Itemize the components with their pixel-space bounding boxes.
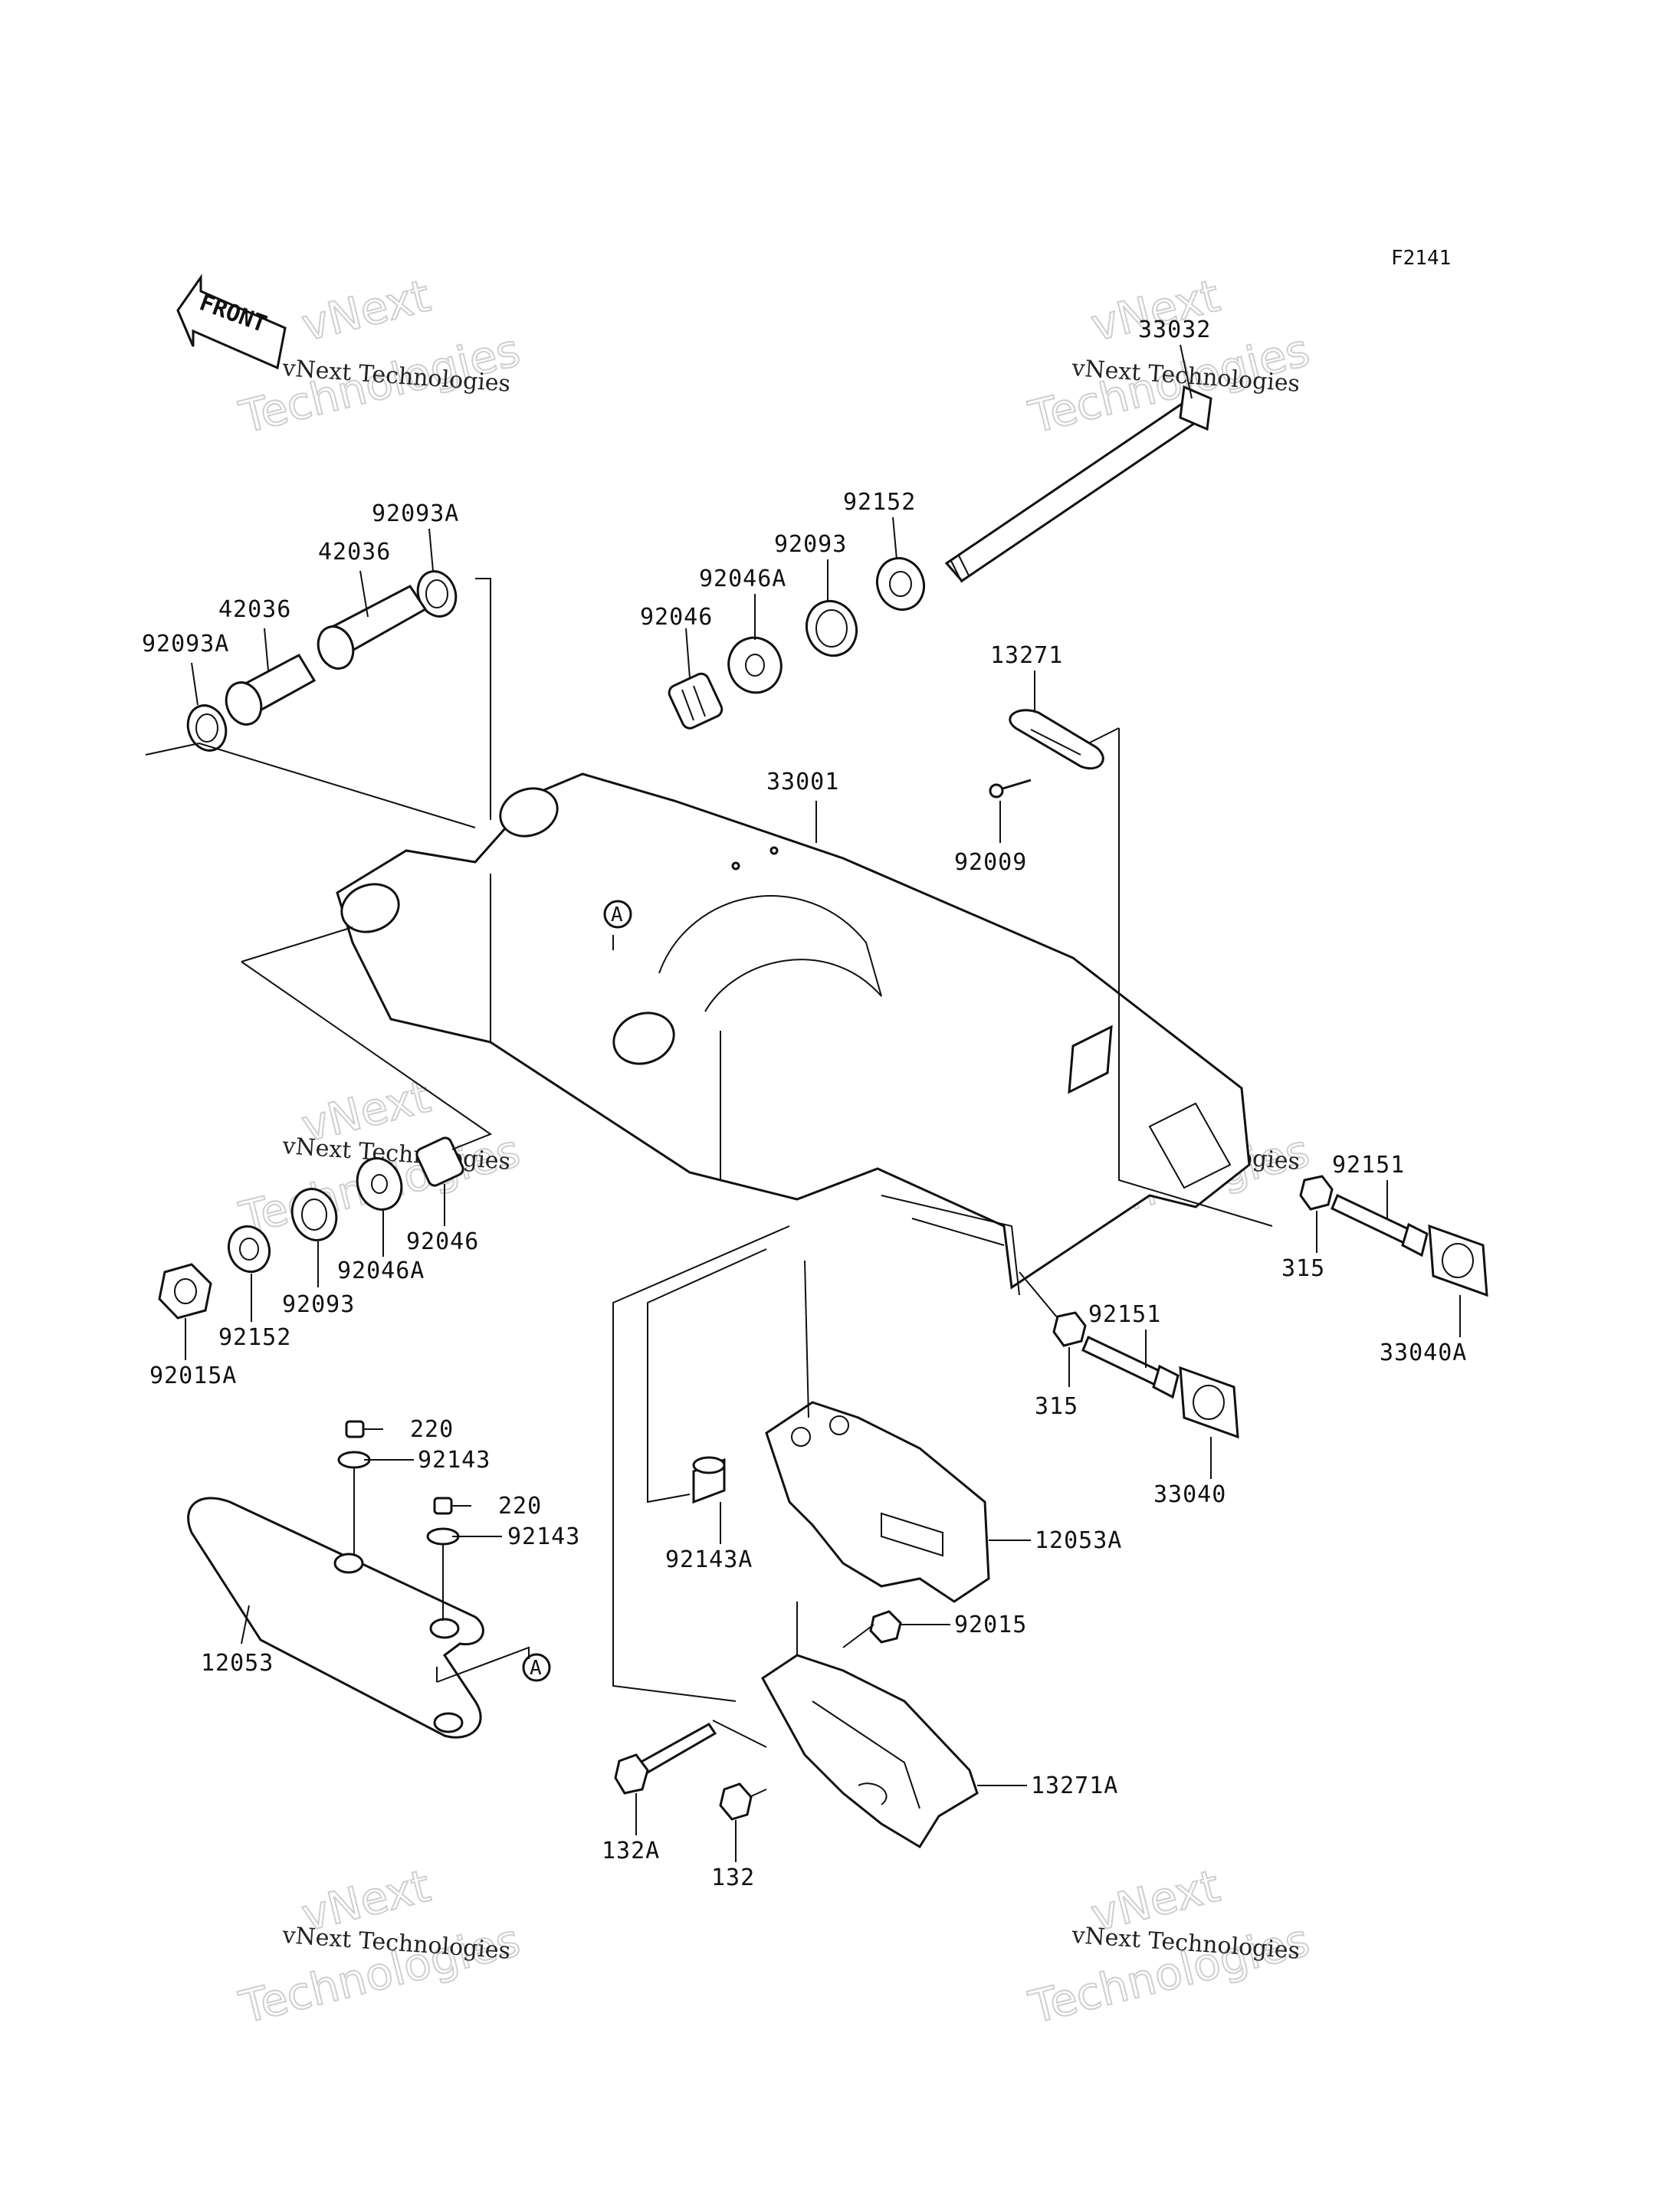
- nut-315-mid: [1052, 1311, 1087, 1347]
- collar-92046A-top: [727, 636, 783, 694]
- collar-42036-lower: [225, 654, 317, 726]
- callout-12053A: 12053A: [1035, 1527, 1122, 1554]
- callout-92046-top: 92046: [640, 604, 713, 631]
- callout-42036-lower: 42036: [218, 596, 291, 623]
- callout-92143-upper: 92143: [418, 1447, 491, 1474]
- callout-92093-left: 92093: [282, 1291, 355, 1318]
- svg-text:vNext: vNext: [297, 270, 435, 352]
- block-33040: [1179, 1366, 1239, 1439]
- callout-92093-top: 92093: [774, 531, 847, 558]
- screw-92009: [989, 779, 1032, 798]
- callout-33040: 33040: [1153, 1481, 1226, 1508]
- callout-220-lower: 220: [498, 1493, 542, 1520]
- block-33040A: [1428, 1224, 1488, 1297]
- bolt-220-upper: [345, 1420, 383, 1438]
- callout-92152-left: 92152: [218, 1324, 291, 1351]
- chain-guide-12053A: [765, 1401, 990, 1603]
- bolt-220-lower: [433, 1497, 471, 1515]
- callout-92143A: 92143A: [665, 1546, 753, 1573]
- watermark-mid-left: vNext Technologies vNext Technologies: [234, 1070, 526, 1245]
- seal-92093-top: [806, 599, 858, 657]
- bolt-132A: [614, 1723, 717, 1795]
- callout-33001: 33001: [766, 769, 839, 795]
- callout-33040A: 33040A: [1380, 1340, 1467, 1366]
- bolt-132: [719, 1782, 767, 1821]
- swingarm-33001: [336, 772, 1251, 1296]
- callout-92015: 92015: [954, 1612, 1027, 1638]
- collar-42036-upper: [317, 585, 428, 670]
- callout-92009: 92009: [954, 849, 1027, 876]
- nut-92015: [869, 1610, 902, 1644]
- callout-220-upper: 220: [410, 1416, 454, 1443]
- figure-code: F2141: [1391, 247, 1451, 270]
- collar-92046A-left: [356, 1157, 403, 1211]
- bearing-92046-top: [668, 672, 724, 730]
- svg-text:A: A: [611, 903, 623, 926]
- callout-315-mid: 315: [1035, 1393, 1078, 1420]
- collar-92143A: [692, 1456, 726, 1504]
- callout-labels: 33032 92152 92093 92046A 92046 92093A 42…: [142, 316, 1467, 1891]
- callout-92093A-left: 92093A: [142, 631, 229, 657]
- callout-92151-right: 92151: [1332, 1152, 1405, 1179]
- callout-13271: 13271: [990, 642, 1063, 669]
- watermark-bottom-left: vNext Technologies vNext Technologies: [234, 1859, 526, 2035]
- callout-92046-left: 92046: [406, 1228, 479, 1255]
- callout-132A: 132A: [602, 1838, 660, 1864]
- pivot-shaft: [944, 385, 1212, 583]
- callout-42036-upper: 42036: [318, 539, 391, 566]
- spacer-92152-left: [228, 1225, 271, 1274]
- nut-315-right: [1299, 1175, 1334, 1211]
- callout-12053: 12053: [201, 1650, 274, 1677]
- chain-guard-13271: [1009, 709, 1104, 770]
- callout-13271A: 13271A: [1031, 1772, 1118, 1799]
- callout-132: 132: [711, 1864, 755, 1891]
- watermark-bottom-right: vNext Technologies vNext Technologies: [1023, 1859, 1315, 2035]
- seal-92093A-left: [186, 704, 228, 752]
- callout-92093A-top: 92093A: [372, 500, 459, 527]
- nut-92015A: [158, 1263, 212, 1320]
- bolt-92151-right: [1331, 1193, 1429, 1258]
- seal-92093-left: [290, 1188, 338, 1241]
- svg-text:A: A: [530, 1657, 542, 1680]
- ref-marker-a-upper: A: [603, 900, 632, 929]
- callout-33032: 33032: [1138, 316, 1211, 343]
- callout-92046A-left: 92046A: [337, 1258, 425, 1284]
- leader-lines: [145, 344, 1461, 1862]
- bolt-92151-mid: [1081, 1335, 1180, 1399]
- bearing-92046-left: [415, 1136, 464, 1187]
- chain-slider-12053: [187, 1497, 484, 1739]
- spacer-92152-top: [876, 556, 925, 612]
- ref-marker-a-lower: A: [522, 1653, 551, 1682]
- guard-13271A: [761, 1654, 979, 1849]
- callout-92143-lower: 92143: [507, 1523, 580, 1550]
- callout-315-right: 315: [1281, 1255, 1325, 1282]
- callout-92151-mid: 92151: [1088, 1301, 1161, 1328]
- callout-92015A: 92015A: [149, 1362, 237, 1389]
- callout-92152-top: 92152: [843, 489, 916, 516]
- callout-92046A-top: 92046A: [699, 566, 786, 592]
- front-arrow-icon: FRONT: [176, 274, 287, 370]
